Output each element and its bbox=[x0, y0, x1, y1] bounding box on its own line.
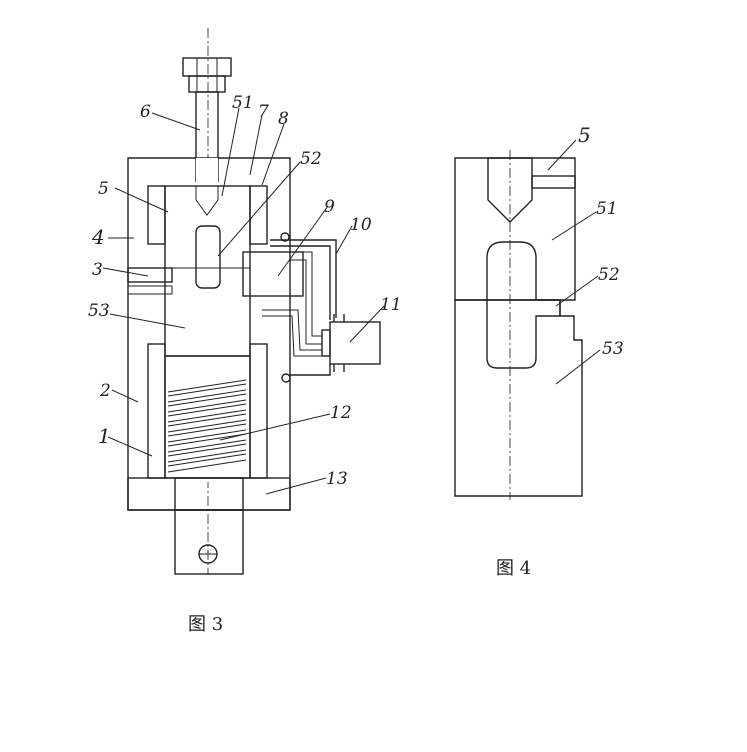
label-1: 1 bbox=[98, 424, 111, 448]
fig4-label-52: 52 bbox=[598, 265, 620, 285]
fig4-label-51: 51 bbox=[596, 199, 618, 219]
fig4-label-53: 53 bbox=[602, 339, 624, 359]
leads-10 bbox=[262, 232, 337, 383]
label-13: 13 bbox=[326, 469, 348, 489]
fig4-label-5: 5 bbox=[578, 123, 591, 147]
bolt-6 bbox=[182, 57, 232, 217]
figure-3-caption: 图 3 bbox=[188, 614, 223, 635]
base-13 bbox=[127, 477, 291, 575]
label-10: 10 bbox=[350, 215, 372, 235]
label-8: 8 bbox=[278, 109, 289, 129]
label-2: 2 bbox=[99, 381, 111, 401]
label-12: 12 bbox=[330, 403, 352, 423]
sensor-9 bbox=[242, 251, 304, 297]
label-5: 5 bbox=[98, 179, 109, 199]
label-7: 7 bbox=[258, 102, 269, 122]
fig3-leaders bbox=[102, 107, 385, 495]
label-52: 52 bbox=[300, 149, 322, 169]
label-6: 6 bbox=[140, 102, 151, 122]
label-53: 53 bbox=[88, 301, 110, 321]
label-9: 9 bbox=[324, 197, 335, 217]
connector-11 bbox=[321, 314, 381, 372]
housing-4 bbox=[127, 157, 291, 511]
part-51 bbox=[454, 157, 576, 301]
stem-52 bbox=[486, 241, 561, 369]
channel-5 bbox=[531, 175, 576, 189]
figure-4: 5 51 52 53 图 4 bbox=[454, 123, 624, 579]
label-3: 3 bbox=[92, 260, 103, 280]
pin-3 bbox=[127, 267, 173, 295]
figure-3: 6 51 7 8 52 5 4 3 53 2 1 9 10 11 12 13 图… bbox=[88, 28, 402, 635]
label-11: 11 bbox=[380, 295, 402, 315]
fig4-leaders bbox=[547, 139, 601, 385]
bore bbox=[487, 157, 533, 223]
part-53 bbox=[454, 299, 583, 497]
label-4: 4 bbox=[91, 225, 105, 249]
figure-4-caption: 图 4 bbox=[496, 558, 531, 579]
label-51: 51 bbox=[232, 93, 254, 113]
